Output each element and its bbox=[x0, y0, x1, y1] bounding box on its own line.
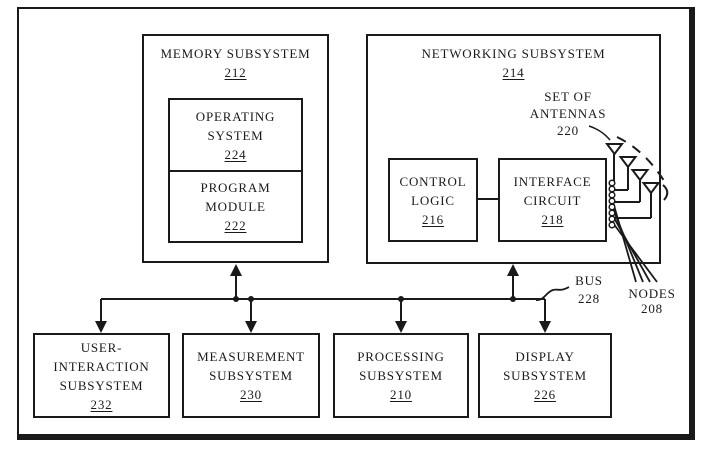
networking-subsystem-ref: 214 bbox=[502, 65, 525, 80]
user-interaction-subsystem-box: USER- INTERACTION SUBSYSTEM 232 bbox=[33, 333, 170, 418]
set-of-antennas-line1: SET OF bbox=[544, 89, 592, 104]
set-of-antennas-label: SET OF ANTENNAS 220 bbox=[518, 88, 618, 139]
interface-circuit-box: INTERFACE CIRCUIT 218 bbox=[498, 158, 607, 242]
control-logic-title-line2: LOGIC bbox=[411, 192, 455, 208]
measurement-title-line2: SUBSYSTEM bbox=[209, 368, 293, 383]
interface-circuit-ref: 218 bbox=[541, 211, 564, 227]
user-interaction-ref: 232 bbox=[90, 396, 113, 412]
measurement-subsystem-box: MEASUREMENT SUBSYSTEM 230 bbox=[182, 333, 320, 418]
processing-ref: 210 bbox=[390, 387, 412, 402]
control-logic-box: CONTROL LOGIC 216 bbox=[388, 158, 478, 242]
program-module-title-line1: PROGRAM bbox=[200, 180, 271, 195]
operating-system-title-line1: OPERATING bbox=[195, 108, 276, 124]
nodes-label-text: NODES bbox=[628, 286, 676, 301]
set-of-antennas-ref: 220 bbox=[557, 123, 579, 138]
measurement-title-line1: MEASUREMENT bbox=[197, 349, 305, 364]
interface-circuit-title-line2: CIRCUIT bbox=[523, 192, 582, 208]
program-module-ref: 222 bbox=[224, 218, 247, 233]
user-interaction-title-line2: INTERACTION bbox=[53, 358, 150, 374]
display-title-line1: DISPLAY bbox=[515, 349, 575, 364]
measurement-ref: 230 bbox=[240, 387, 262, 402]
operating-system-ref: 224 bbox=[224, 146, 247, 162]
processing-title-line2: SUBSYSTEM bbox=[359, 368, 443, 383]
networking-subsystem-title: NETWORKING SUBSYSTEM bbox=[421, 46, 606, 61]
display-title-line2: SUBSYSTEM bbox=[503, 368, 587, 383]
bus-label-text: BUS bbox=[575, 273, 603, 288]
display-ref: 226 bbox=[534, 387, 556, 402]
nodes-ref: 208 bbox=[641, 301, 663, 316]
control-logic-ref: 216 bbox=[422, 211, 444, 227]
bus-ref: 228 bbox=[578, 291, 600, 306]
operating-system-box: OPERATING SYSTEM 224 bbox=[168, 98, 303, 172]
processing-title-line1: PROCESSING bbox=[357, 349, 445, 364]
operating-system-title-line2: SYSTEM bbox=[207, 127, 264, 143]
user-interaction-title-line1: USER- bbox=[80, 339, 123, 355]
nodes-label: NODES 208 bbox=[621, 286, 683, 316]
memory-subsystem-title: MEMORY SUBSYSTEM bbox=[160, 46, 311, 61]
display-subsystem-box: DISPLAY SUBSYSTEM 226 bbox=[478, 333, 612, 418]
set-of-antennas-line2: ANTENNAS bbox=[529, 106, 607, 121]
program-module-title-line2: MODULE bbox=[205, 199, 266, 214]
program-module-box: PROGRAM MODULE 222 bbox=[168, 170, 303, 243]
interface-circuit-title-line1: INTERFACE bbox=[513, 173, 592, 189]
bus-label: BUS 228 bbox=[564, 272, 614, 308]
memory-subsystem-ref: 212 bbox=[224, 65, 247, 80]
control-logic-title-line1: CONTROL bbox=[399, 173, 467, 189]
user-interaction-title-line3: SUBSYSTEM bbox=[59, 377, 144, 393]
processing-subsystem-box: PROCESSING SUBSYSTEM 210 bbox=[333, 333, 469, 418]
